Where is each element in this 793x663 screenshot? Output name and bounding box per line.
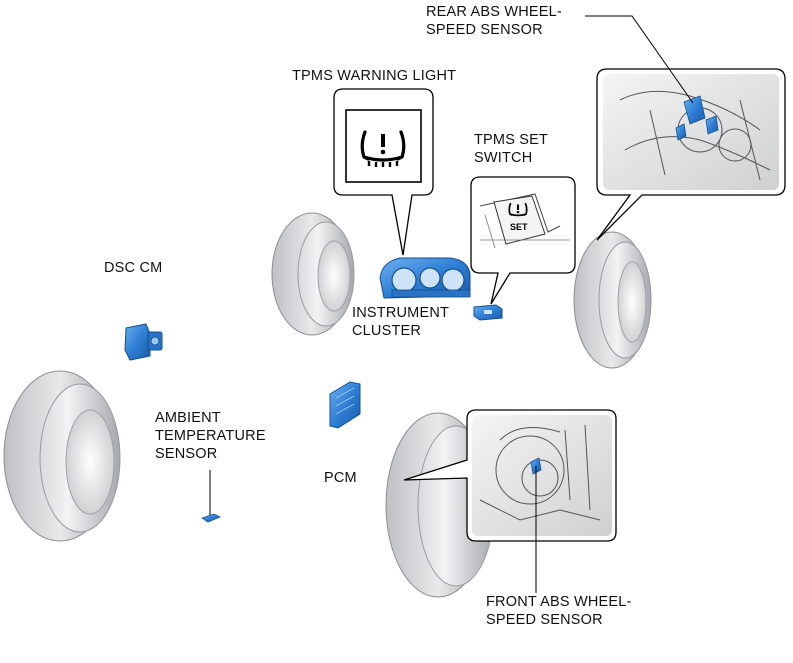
rear-abs-label-line1: REAR ABS WHEEL- [426, 4, 562, 20]
front-abs-photo-callout [403, 409, 617, 542]
instrument-cluster-part [379, 257, 471, 299]
tpms-tire-pressure-icon [508, 202, 528, 217]
tpms-set-switch-part [473, 304, 503, 321]
ambient-label-line1: AMBIENT [155, 410, 221, 426]
tpms-set-label-line1: TPMS SET [474, 132, 549, 148]
tire-rear-left [271, 212, 355, 336]
instrument-cluster-label-line2: CLUSTER [352, 323, 422, 339]
pcm-label: PCM [324, 470, 357, 486]
tpms-warning-light-label: TPMS WARNING LIGHT [292, 68, 457, 84]
tire-front-left [3, 370, 121, 542]
ambient-label-line2: TEMPERATURE [155, 428, 266, 444]
ambient-label-line3: SENSOR [155, 446, 218, 462]
leader-lines [535, 15, 694, 600]
tire-rear-right [573, 231, 652, 369]
instrument-cluster-label-line1: INSTRUMENT [352, 305, 450, 321]
front-abs-label-line1: FRONT ABS WHEEL- [486, 593, 632, 611]
tpms-switch-set-text: SET [510, 222, 528, 232]
dsc-cm-part [124, 323, 163, 361]
tpms-set-switch-callout [470, 176, 576, 305]
front-abs-label-line2: SPEED SENSOR [486, 612, 603, 628]
rear-abs-label-line2: SPEED SENSOR [426, 22, 543, 38]
dsc-cm-label: DSC CM [104, 260, 163, 276]
pcm-part [329, 381, 361, 429]
ambient-temperature-sensor-part [201, 470, 221, 523]
tpms-set-label-line2: SWITCH [474, 150, 533, 166]
rear-abs-photo-callout [596, 68, 786, 241]
tpms-tire-pressure-icon [360, 130, 406, 167]
tpms-warning-light-callout [333, 88, 434, 256]
